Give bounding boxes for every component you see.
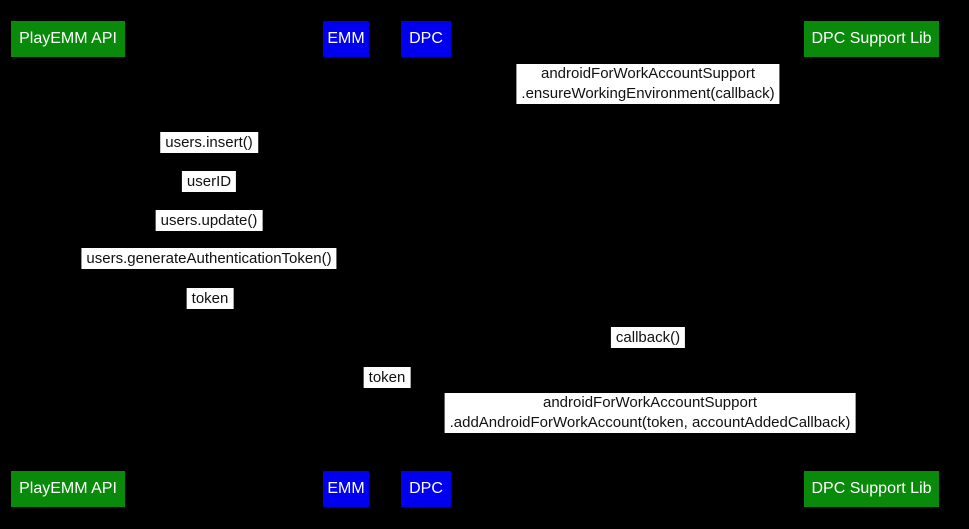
- actor-emm-top: EMM: [323, 21, 369, 57]
- actor-playemm-api-top: PlayEMM API: [11, 21, 125, 57]
- actor-dpc-support-lib-bottom: DPC Support Lib: [804, 471, 939, 507]
- message-line-1: androidForWorkAccountSupport: [540, 65, 755, 82]
- message-add-android-for-work-account: androidForWorkAccountSupport .addAndroid…: [444, 393, 856, 433]
- message-ensure-working-environment: androidForWorkAccountSupport .ensureWork…: [516, 64, 780, 104]
- message-user-id: userID: [181, 171, 237, 192]
- message-line-2: .ensureWorkingEnvironment(callback): [521, 85, 775, 102]
- message-users-generate-authentication-token: users.generateAuthenticationToken(): [81, 248, 337, 269]
- actor-emm-bottom: EMM: [323, 471, 369, 507]
- message-users-insert: users.insert(): [160, 132, 258, 153]
- message-callback: callback(): [610, 327, 686, 348]
- message-line-2: .addAndroidForWorkAccount(token, account…: [449, 414, 851, 431]
- actor-dpc-support-lib-top: DPC Support Lib: [804, 21, 939, 57]
- actor-playemm-api-bottom: PlayEMM API: [11, 471, 125, 507]
- actor-dpc-bottom: DPC: [401, 471, 451, 507]
- actor-dpc-top: DPC: [401, 21, 451, 57]
- message-token-to-dpc: token: [363, 367, 411, 388]
- message-line-1: androidForWorkAccountSupport: [543, 394, 757, 411]
- message-token-to-emm: token: [186, 288, 234, 309]
- message-users-update: users.update(): [155, 210, 263, 231]
